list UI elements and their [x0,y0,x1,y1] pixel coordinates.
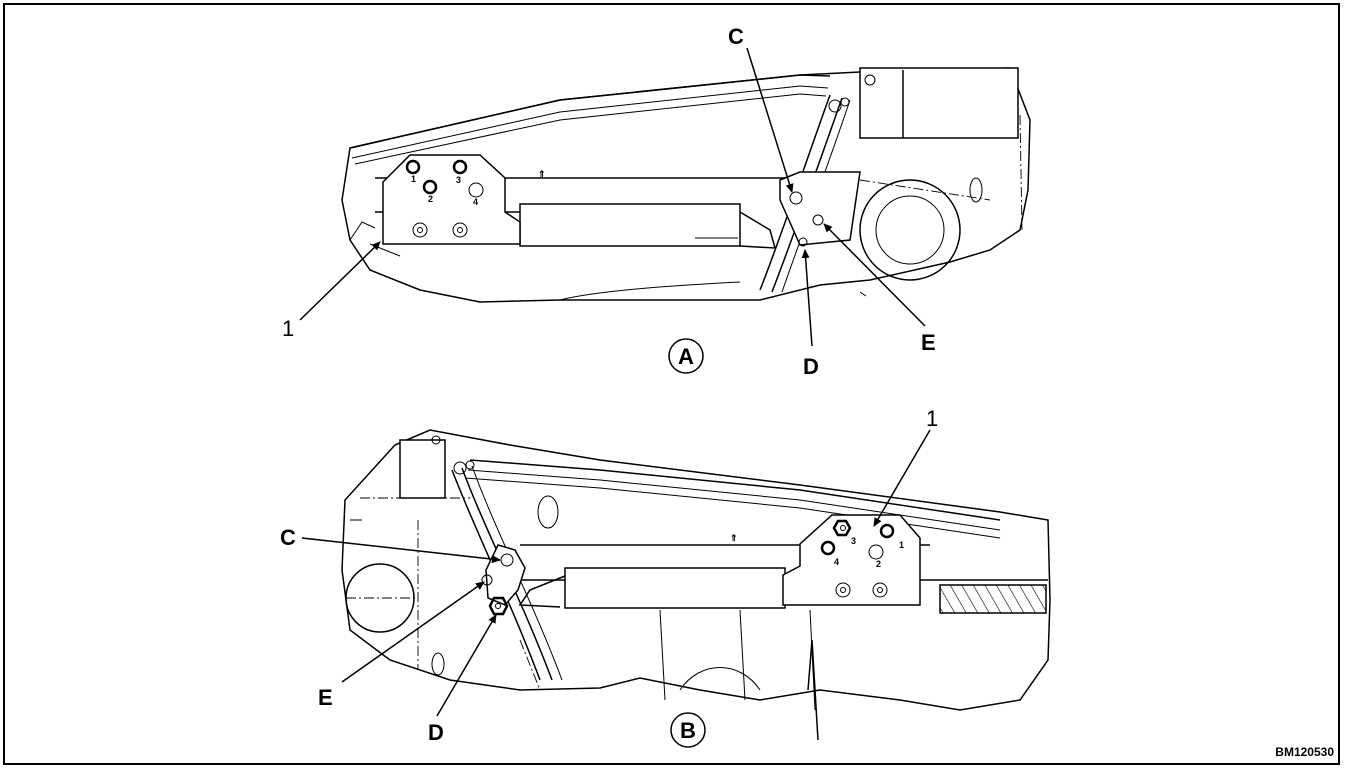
view-a-label: A [678,344,694,369]
view-a-hole-3: 3 [456,175,461,185]
view-a-drawing: ⇑ [341,67,1031,303]
view-a-hole-4: 4 [473,197,478,207]
view-a-c-leader [746,47,794,193]
view-b-d-leader [436,614,497,717]
view-a-hole-1: 1 [411,174,416,184]
view-b-label-e: E [318,685,333,710]
view-a-label-c: C [728,24,744,49]
view-a-d-leader [801,249,813,347]
view-b-e-leader [341,581,485,683]
view-a-circle-marker [668,338,704,374]
svg-text:⇑: ⇑ [730,533,738,543]
view-a-part-1-leader [299,241,381,321]
view-b-hole-1: 1 [899,540,904,550]
view-b-circle-marker [670,712,706,748]
view-b-c-leader [301,537,501,564]
view-a-label-d: D [803,354,819,379]
view-b-part-1-label: 1 [926,406,938,431]
view-b-part-1-leader [873,429,931,527]
view-b-hole-3: 3 [851,536,856,546]
view-a-label-e: E [921,330,936,355]
view-b-label: B [680,718,696,743]
view-a-e-leader [823,223,926,327]
view-b-label-d: D [428,720,444,745]
svg-text:⇑: ⇑ [538,169,546,179]
view-a-hole-2: 2 [428,194,433,204]
view-b-hole-2: 2 [876,559,881,569]
view-b-hole-4: 4 [834,557,839,567]
view-b-label-c: C [280,525,296,550]
figure-frame [3,3,1340,765]
view-a-part-1-label: 1 [282,316,294,341]
figure-id: BM120530 [1275,745,1334,759]
view-b-drawing: ⇑ [341,429,1051,741]
